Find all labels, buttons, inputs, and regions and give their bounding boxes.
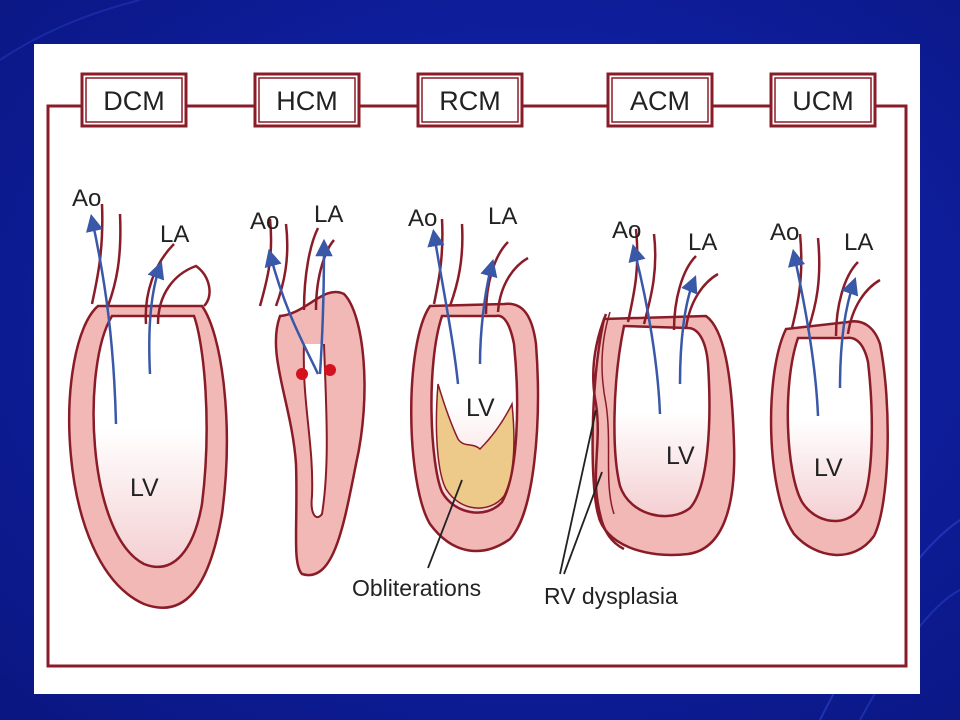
- tab-label: UCM: [792, 86, 854, 116]
- rv-dysplasia-leader: [563, 471, 603, 575]
- rv-dysplasia-label: RV dysplasia: [544, 583, 678, 609]
- label-ao: Ao: [770, 219, 799, 246]
- label-la: LA: [688, 229, 717, 256]
- tab-label: ACM: [630, 86, 690, 116]
- heart-hcm: Ao LA: [250, 201, 366, 577]
- label-lv: LV: [130, 474, 159, 502]
- label-ao: Ao: [72, 185, 101, 212]
- tab-ucm: UCM: [769, 72, 877, 128]
- label-lv: LV: [466, 394, 495, 422]
- obliterations-label: Obliterations: [352, 575, 481, 601]
- heart-rcm: Ao LA LV: [408, 203, 540, 553]
- label-ao: Ao: [612, 217, 641, 244]
- label-ao: Ao: [408, 205, 437, 232]
- tab-hcm: HCM: [253, 72, 361, 128]
- cardiomyopathy-diagram: DCM HCM RCM ACM UCM Ao LA LV: [46, 72, 908, 668]
- tab-rcm: RCM: [416, 72, 524, 128]
- obliterations-leader: [427, 479, 463, 569]
- figure-panel: DCM HCM RCM ACM UCM Ao LA LV: [34, 44, 920, 694]
- label-la: LA: [314, 201, 343, 228]
- label-lv: LV: [666, 442, 695, 470]
- tab-label: HCM: [276, 86, 338, 116]
- tab-acm: ACM: [606, 72, 714, 128]
- label-lv: LV: [814, 454, 843, 482]
- label-la: LA: [488, 203, 517, 230]
- label-la: LA: [160, 221, 189, 248]
- heart-acm: Ao LA LV: [591, 217, 736, 557]
- rv-wall: [591, 313, 625, 551]
- tab-label: RCM: [439, 86, 501, 116]
- hypertrophy-spot: [324, 364, 336, 376]
- hypertrophy-spot: [296, 368, 308, 380]
- rv-dysplasia-leader: [559, 409, 597, 575]
- tab-label: DCM: [103, 86, 165, 116]
- label-ao: Ao: [250, 208, 279, 235]
- obliteration-region: [435, 383, 515, 509]
- heart-ucm: Ao LA LV: [769, 219, 889, 557]
- heart-dcm: Ao LA LV: [68, 185, 229, 609]
- label-la: LA: [844, 229, 873, 256]
- tab-dcm: DCM: [80, 72, 188, 128]
